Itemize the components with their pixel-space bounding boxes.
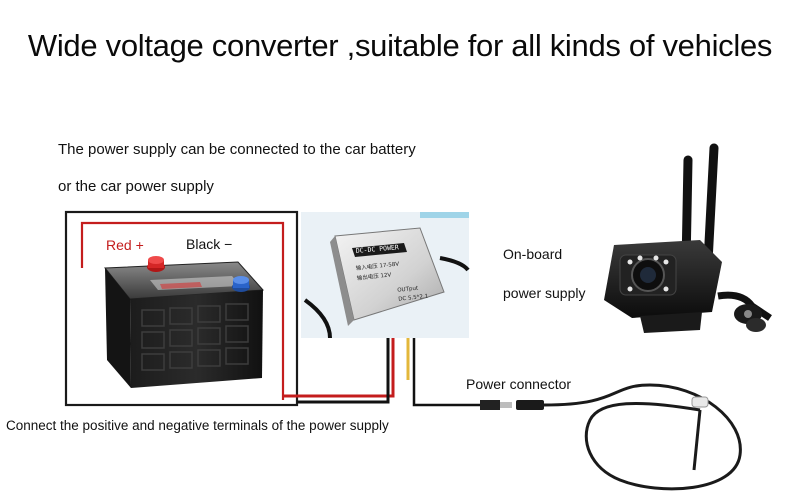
positive-terminal (147, 256, 165, 272)
battery-frame (64, 210, 299, 407)
output-black-wire (412, 330, 480, 407)
caption-power-supply-line-1: The power supply can be connected to the… (58, 141, 416, 158)
svg-text:OUTput: OUTput (397, 286, 419, 294)
caption-power-supply-line-2: or the car power supply (58, 178, 214, 195)
converter-brand-text: DC-DC POWER (355, 243, 399, 255)
svg-text:输出电压 12V: 输出电压 12V (356, 270, 391, 282)
caption-onboard-line-2: power supply (503, 285, 586, 301)
red-wire-label: Red + (106, 237, 144, 253)
dc-dc-converter: DC-DC POWER 输入电压 17-58V 输出电压 12V OUTput … (301, 212, 470, 339)
power-connector-cable (480, 383, 742, 491)
car-battery (103, 261, 265, 388)
svg-text:DC 5.5*2.1: DC 5.5*2.1 (398, 294, 429, 303)
caption-power-connector: Power connector (466, 376, 572, 392)
caption-connect-terminals: Connect the positive and negative termin… (6, 418, 389, 433)
onboard-camera (604, 143, 772, 333)
black-wire-label: Black − (186, 236, 233, 252)
red-wire (283, 330, 395, 398)
black-wire (297, 335, 390, 404)
headline: Wide voltage converter ,suitable for all… (27, 28, 773, 63)
negative-terminal (232, 276, 250, 292)
caption-onboard-line-1: On-board (503, 246, 563, 262)
